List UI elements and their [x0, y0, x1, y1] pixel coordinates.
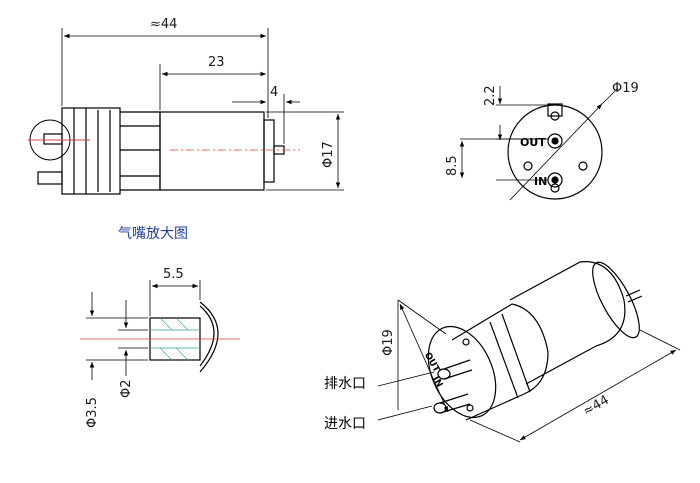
- nozzle-dimensions: [86, 280, 201, 380]
- side-nozzle-upper: [43, 133, 63, 145]
- end-view-in-label: IN: [534, 175, 547, 188]
- iso-dimensions: [377, 299, 681, 443]
- iso-view: [427, 261, 643, 421]
- end-dim-diameter: Φ19: [612, 81, 639, 96]
- iso-dim-length: ≈44: [581, 393, 612, 420]
- side-dim-body: 23: [208, 55, 225, 70]
- end-view-outline: [507, 104, 603, 200]
- nozzle-view: [149, 301, 219, 373]
- iso-shaft: [625, 289, 641, 297]
- pump-head: [61, 107, 161, 195]
- end-dimensions: [459, 86, 619, 201]
- motor-endcap: [263, 119, 275, 183]
- nozzle-flange: [199, 301, 219, 373]
- screw-top-icon: [550, 111, 560, 121]
- side-dimensions: [61, 28, 344, 191]
- end-view-tab: [547, 103, 563, 117]
- screw-left-icon: [523, 161, 533, 171]
- screw-right-icon: [578, 161, 588, 171]
- iso-face: [427, 325, 497, 419]
- iso-pump-head: [451, 303, 549, 421]
- end-dim-height: 2.2: [483, 85, 498, 106]
- detail-caption: 气嘴放大图: [118, 226, 188, 242]
- motor-body: [159, 111, 265, 191]
- side-dim-length: ≈44: [150, 17, 177, 32]
- end-view-out-label: OUT: [520, 136, 546, 149]
- iso-dim-diameter: Φ19: [381, 329, 396, 356]
- out-port-circle: [547, 133, 563, 149]
- nozzle-dim-inner: Φ2: [119, 379, 134, 398]
- screw-bottom-icon: [550, 183, 560, 193]
- end-view: [507, 103, 603, 200]
- label-inlet: 进水口: [324, 416, 366, 432]
- side-nozzle-lower: [37, 171, 63, 185]
- nozzle-dim-outer: Φ3.5: [85, 397, 100, 428]
- side-dim-shaft: 4: [270, 85, 278, 100]
- iso-motor-body: [509, 261, 626, 385]
- end-dim-spacing: 8.5: [445, 155, 460, 176]
- nozzle-dim-length: 5.5: [163, 267, 184, 282]
- side-view: [29, 107, 285, 195]
- side-dim-diameter: Φ17: [321, 141, 336, 168]
- label-outlet: 排水口: [324, 376, 366, 392]
